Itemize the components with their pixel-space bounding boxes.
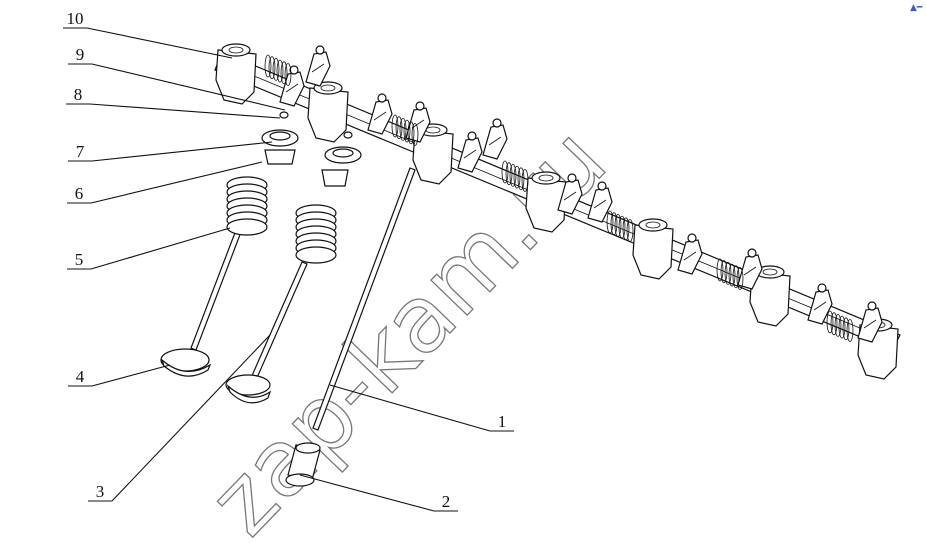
callout-number: 3	[96, 482, 105, 501]
shaft-spring	[501, 160, 529, 192]
spring-coil	[226, 218, 268, 236]
rocker-arm	[677, 233, 703, 275]
shaft-springs	[264, 54, 854, 342]
leader-line	[111, 334, 271, 502]
callout-number: 10	[67, 9, 84, 28]
shaft-support	[632, 218, 674, 280]
exhaust-valve-group	[225, 204, 337, 404]
callout-labels: 10 9 8 7 6 5 4 3 1 2	[63, 9, 514, 512]
callout-5: 5	[67, 227, 231, 270]
rocker-arm	[482, 118, 508, 160]
leader-line	[89, 103, 281, 119]
shaft-support	[215, 43, 257, 105]
shaft-support	[307, 81, 349, 143]
callout-8: 8	[66, 85, 281, 119]
rocker-arm	[587, 181, 613, 223]
rocker-shaft-assembly	[214, 43, 901, 380]
rocker-supports	[215, 43, 899, 380]
valve-spring-5	[226, 176, 268, 236]
callout-4: 4	[68, 364, 171, 387]
shaft-spring	[716, 258, 744, 290]
valve-spring-3	[295, 204, 337, 264]
callout-6: 6	[67, 161, 263, 204]
rocker-arms	[279, 45, 883, 343]
spring-coil	[295, 246, 337, 264]
corner-mark: ▲━	[910, 3, 923, 13]
intake-valve-group	[160, 176, 268, 377]
callout-10: 10	[63, 9, 233, 59]
leader-line	[329, 384, 491, 432]
rocker-arm	[857, 301, 883, 343]
push-rod-group	[285, 167, 416, 487]
leader-line	[299, 474, 435, 512]
shaft-spring	[826, 310, 854, 342]
rocker-arm	[557, 173, 583, 215]
leader-line	[90, 227, 231, 270]
callout-2: 2	[299, 474, 458, 512]
rocker-arm	[457, 131, 483, 173]
callout-number: 2	[442, 492, 451, 511]
rocker-arm	[367, 93, 393, 135]
callout-number: 5	[75, 250, 84, 269]
callout-number: 9	[76, 45, 85, 64]
rocker-arm	[305, 45, 331, 87]
rocker-arm	[807, 283, 833, 325]
rocker-arm	[737, 248, 763, 290]
callout-number: 1	[498, 412, 507, 431]
callout-1: 1	[329, 384, 514, 432]
callout-number: 7	[76, 142, 85, 161]
leader-line	[86, 27, 233, 59]
callout-number: 4	[76, 367, 85, 386]
callout-number: 6	[75, 184, 84, 203]
valve-retainers	[261, 111, 362, 187]
callout-3: 3	[88, 334, 271, 502]
leader-line	[91, 141, 273, 162]
shaft-spring	[264, 54, 292, 86]
callout-7: 7	[68, 141, 273, 162]
shaft-support	[749, 265, 791, 327]
callout-9: 9	[68, 45, 286, 111]
callout-number: 8	[74, 85, 83, 104]
shaft-spring	[606, 210, 634, 242]
leader-line	[91, 63, 286, 111]
leader-line	[91, 364, 171, 387]
leader-line	[90, 161, 263, 204]
shaft-spring	[391, 114, 419, 146]
